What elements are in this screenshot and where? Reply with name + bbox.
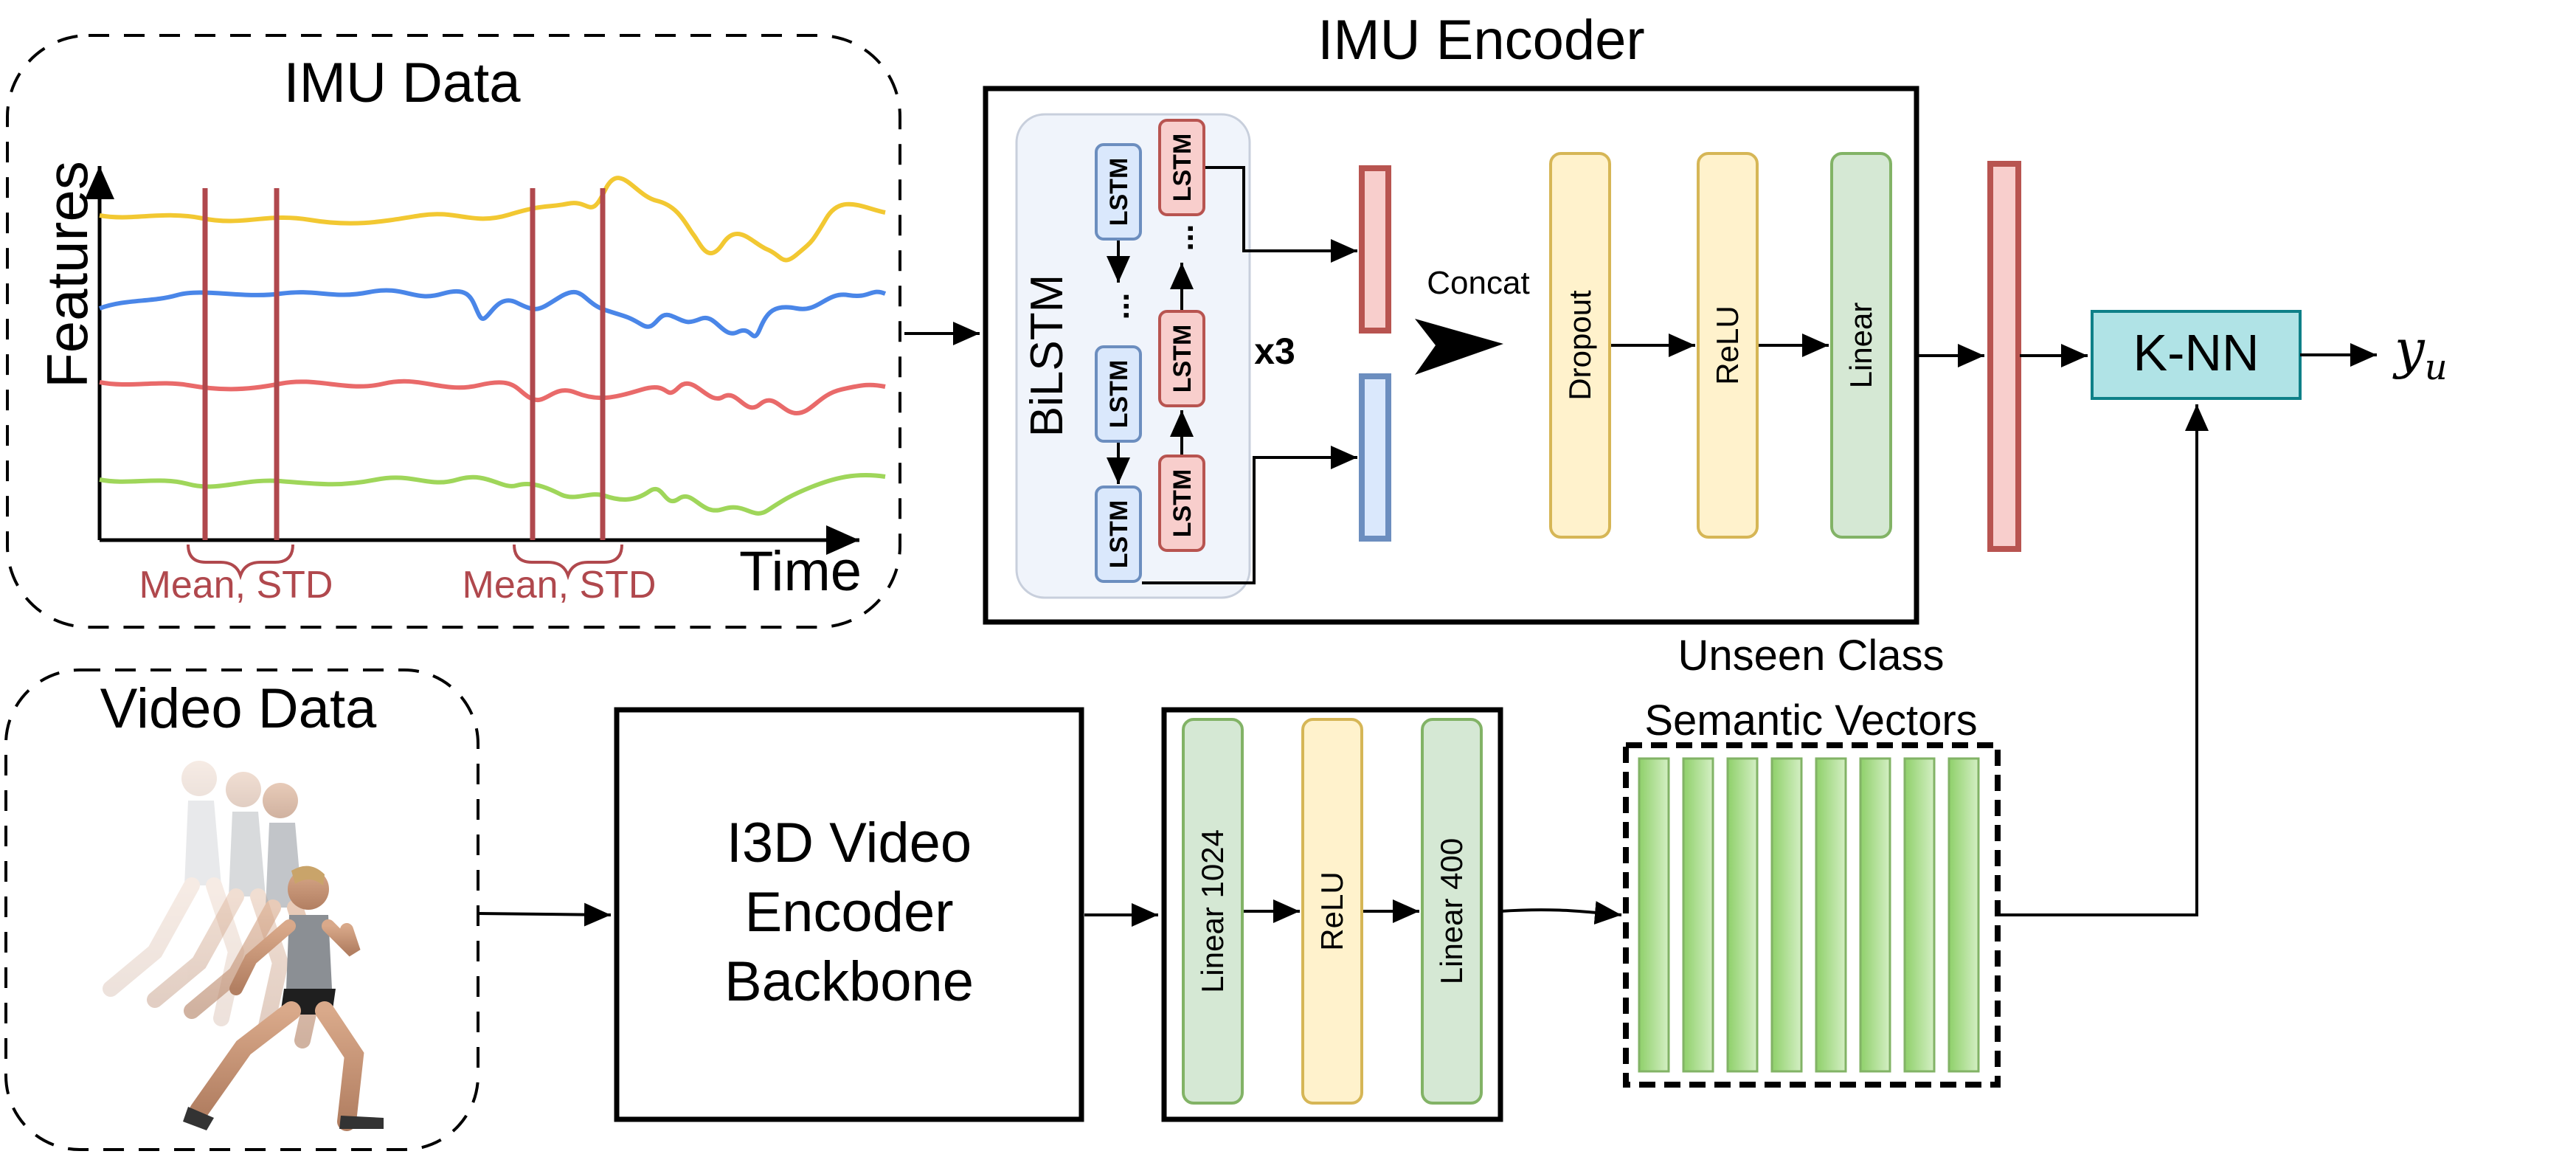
imu-layer-dropout: Dropout	[1549, 152, 1611, 539]
imu-window-label-2: Mean, STD	[463, 564, 657, 607]
video-layer-linear-1024: Linear 1024	[1182, 718, 1244, 1105]
imu-signal-group	[98, 176, 887, 516]
imu-layer-linear: Linear	[1830, 152, 1892, 539]
svg-text:Linear 400: Linear 400	[1434, 838, 1469, 985]
output-label: yu	[2392, 318, 2448, 388]
semantic-vector-bar	[1682, 757, 1714, 1073]
imu-window-brace-2	[513, 544, 623, 581]
video-layer-relu: ReLU	[1301, 718, 1363, 1105]
svg-text:ReLU: ReLU	[1710, 305, 1745, 384]
arrow-semantic-to-knn	[1998, 404, 2209, 916]
svg-text:ReLU: ReLU	[1315, 871, 1349, 950]
lstm-cell-forward-1: LSTM	[1095, 143, 1142, 241]
lstm-ellipsis-backward: ...	[1164, 224, 1200, 252]
svg-text:LSTM: LSTM	[1105, 500, 1133, 569]
semantic-vector-bar	[1947, 757, 1980, 1073]
imu-layer-relu: ReLU	[1697, 152, 1759, 539]
imu-window-lines	[202, 188, 606, 540]
semantic-vector-bar	[1859, 757, 1891, 1073]
svg-text:LSTM: LSTM	[1105, 360, 1133, 429]
arrow-head-to-semantic	[1500, 901, 1622, 925]
bilstm-repeat-label: x3	[1254, 331, 1295, 372]
imu-signal-yellow	[99, 176, 886, 263]
arrow-forward-hidden	[1142, 446, 1357, 584]
svg-text:LSTM: LSTM	[1168, 325, 1197, 393]
semantic-vector-bars	[1638, 757, 1980, 1073]
lstm-cell-backward-3: LSTM	[1158, 455, 1205, 552]
imu-encoder-title: IMU Encoder	[1318, 9, 1645, 72]
video-data-title: Video Data	[100, 677, 377, 740]
svg-text:Dropout: Dropout	[1562, 290, 1597, 401]
semantic-vector-bar	[1638, 757, 1670, 1073]
imu-encoder-block: IMU Encoder BiLSTM LSTM LSTM LSTM LSTM	[983, 9, 1919, 625]
bilstm-label: BiLSTM	[1022, 274, 1073, 437]
lstm-cell-backward-1: LSTM	[1158, 119, 1205, 216]
video-layer-linear-400: Linear 400	[1421, 718, 1483, 1105]
i3d-label-line3: Backbone	[724, 950, 974, 1013]
lstm-cell-forward-3: LSTM	[1095, 486, 1142, 583]
imu-data-title: IMU Data	[284, 52, 522, 114]
i3d-label-line2: Encoder	[744, 881, 953, 944]
concat-label: Concat	[1427, 265, 1529, 301]
video-head-block: Linear 1024 ReLU Linear 400	[1161, 707, 1503, 1122]
imu-y-axis-label: Features	[35, 161, 100, 388]
runner-image	[103, 761, 384, 1131]
semantic-title-line2: Semantic Vectors	[1644, 697, 1977, 744]
lstm-cell-forward-2: LSTM	[1095, 345, 1142, 443]
hidden-state-forward	[1359, 373, 1391, 542]
i3d-backbone-block: I3D Video Encoder Backbone	[614, 707, 1084, 1122]
semantic-vector-bar	[1903, 757, 1936, 1073]
imu-signal-green	[99, 473, 886, 516]
knn-label: K-NN	[2133, 324, 2259, 381]
svg-text:LSTM: LSTM	[1168, 134, 1197, 202]
arrow-backward-hidden	[1205, 166, 1357, 263]
lstm-ellipsis-forward: ...	[1100, 293, 1136, 320]
imu-data-panel: IMU Data Features Time Mean, STD Mean, S…	[6, 34, 901, 629]
imu-window-brace-1	[187, 544, 294, 581]
semantic-vector-bar	[1770, 757, 1803, 1073]
bilstm-block: BiLSTM LSTM LSTM LSTM LSTM LSTM	[1015, 113, 1251, 599]
hidden-state-backward	[1359, 165, 1391, 334]
lstm-cell-backward-2: LSTM	[1158, 310, 1205, 407]
svg-text:LSTM: LSTM	[1105, 158, 1133, 227]
semantic-vector-bar	[1726, 757, 1759, 1073]
imu-x-axis-label: Time	[739, 540, 862, 603]
video-data-panel: Video Data	[4, 668, 479, 1151]
imu-signal-red	[99, 379, 886, 416]
knn-block: K-NN	[2091, 310, 2302, 400]
svg-text:Linear: Linear	[1843, 303, 1878, 389]
arrow-video-to-i3d	[477, 902, 612, 927]
imu-window-label-1: Mean, STD	[139, 564, 333, 607]
semantic-vectors-block: Unseen Class Semantic Vectors	[1623, 632, 2001, 1088]
concat-arrow-icon	[1415, 319, 1503, 375]
imu-embedding-vector	[1987, 161, 2021, 552]
semantic-vector-bar	[1815, 757, 1847, 1073]
semantic-title-line1: Unseen Class	[1677, 632, 1944, 680]
i3d-label-line1: I3D Video	[727, 812, 972, 874]
svg-text:LSTM: LSTM	[1168, 469, 1197, 538]
imu-signal-blue	[98, 288, 887, 339]
svg-text:Linear 1024: Linear 1024	[1195, 829, 1230, 993]
